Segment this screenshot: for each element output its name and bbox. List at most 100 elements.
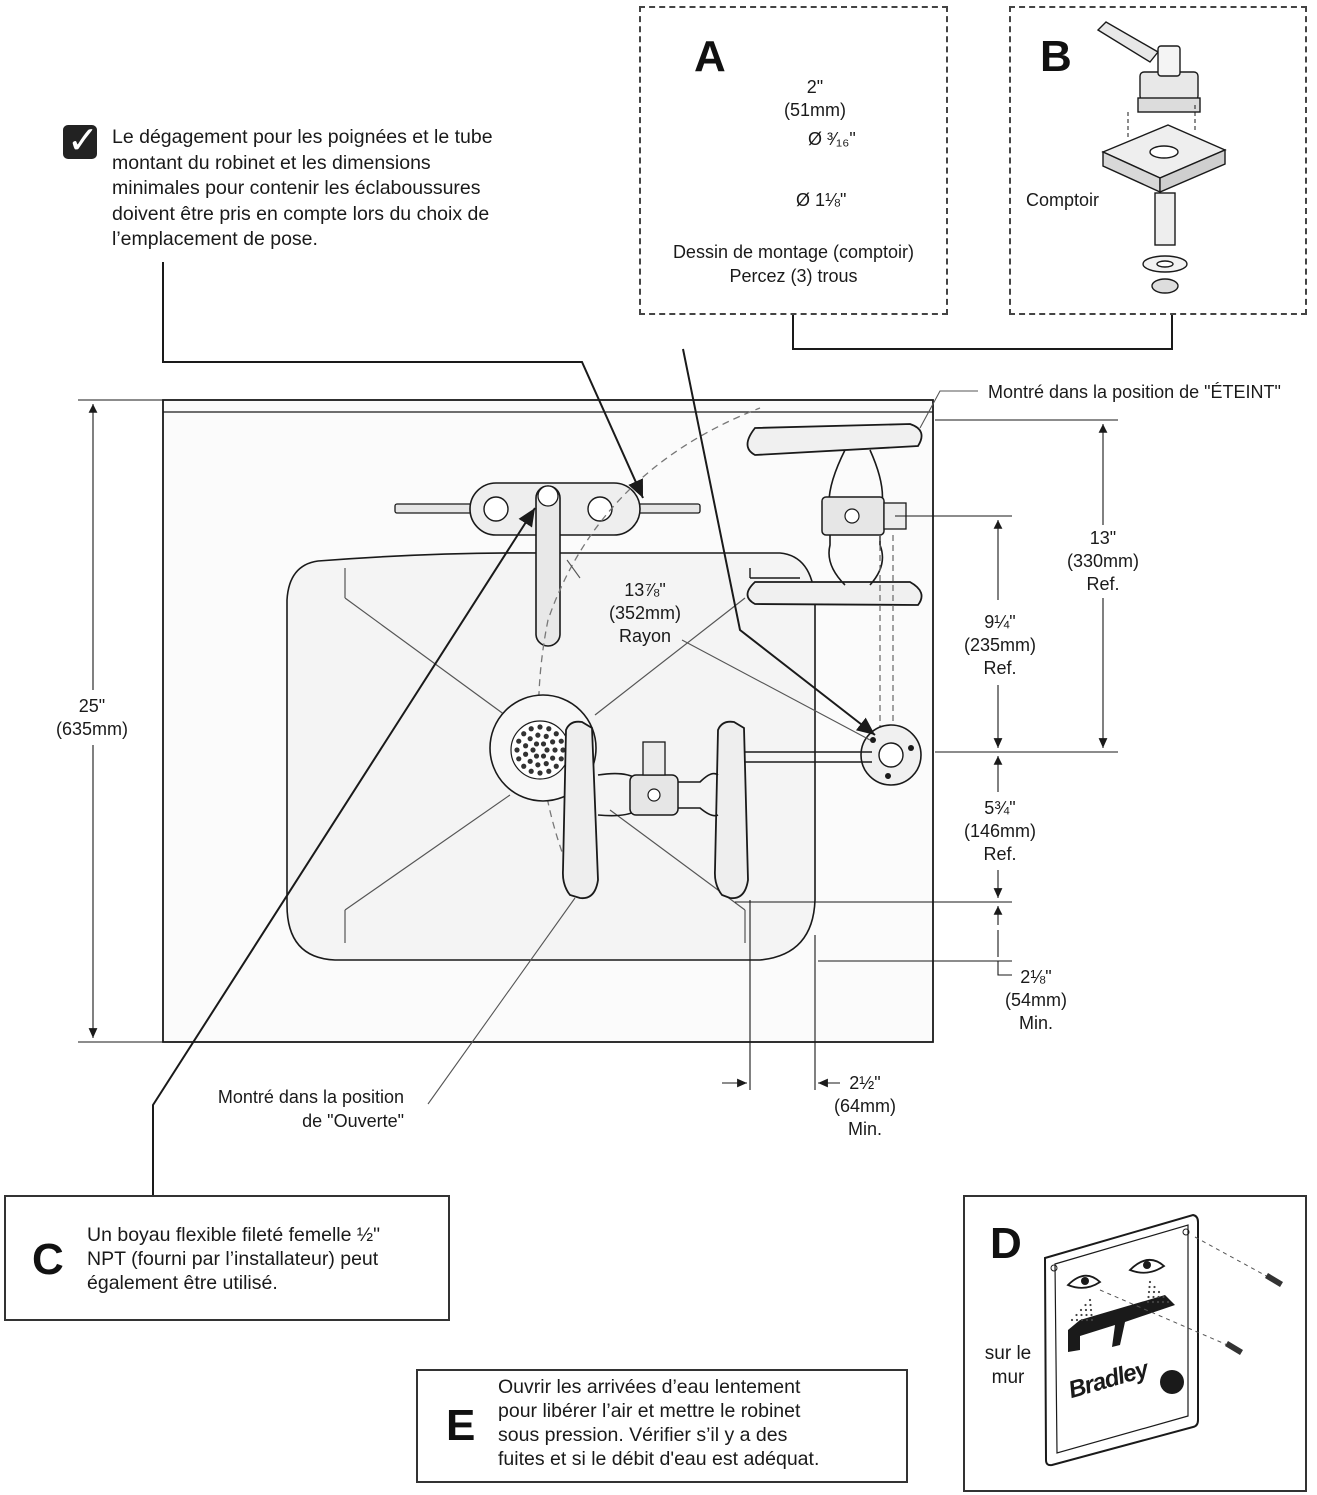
- drain-hole: [535, 762, 541, 768]
- radius-dimension: 13⅞" (352mm) Rayon: [600, 579, 690, 648]
- spray-dot: [1146, 1300, 1150, 1304]
- clearance-note: Le dégagement pour les poignées et le tu…: [112, 125, 493, 253]
- spray-dot: [1090, 1313, 1093, 1317]
- spray-dot: [1084, 1308, 1088, 1312]
- caption-line: Percez (3) trous: [729, 266, 858, 286]
- drain-hole: [528, 768, 534, 774]
- dim-line: 25": [78, 696, 106, 716]
- spray-dot: [1161, 1300, 1165, 1304]
- panel-c-line: NPT (fourni par l’installateur) peut: [87, 1248, 379, 1270]
- drain-hole: [528, 726, 534, 732]
- drain-hole: [516, 738, 522, 744]
- spray-dot: [1166, 1300, 1170, 1304]
- spray-dot: [1075, 1318, 1079, 1322]
- spray-dot: [1152, 1295, 1155, 1299]
- spray-dot: [1153, 1285, 1156, 1289]
- drain-hole: [521, 763, 527, 769]
- panel-d-sign: [1043, 1213, 1283, 1467]
- spray-dots: [1070, 1280, 1170, 1322]
- panel-e-line: pour libérer l’air et mettre le robinet: [498, 1400, 801, 1422]
- clearance-note-line: doivent être pris en compte lors du choi…: [112, 202, 490, 225]
- drain-hole: [523, 751, 529, 757]
- dim-line: Min.: [1018, 1013, 1053, 1033]
- panel-b-mount-exploded: [1096, 21, 1227, 294]
- dim-line: (235mm): [963, 635, 1036, 655]
- clearance-note-line: montant du robinet et les dimensions: [112, 151, 431, 174]
- drain-hole: [543, 733, 549, 739]
- spray-dot: [1079, 1308, 1083, 1312]
- spray-dot: [1085, 1318, 1089, 1322]
- dimension-13in: 13" (330mm) Ref.: [1058, 527, 1148, 596]
- dim-line: (54mm): [1005, 990, 1067, 1010]
- drain-hole: [546, 726, 552, 732]
- wall-label-line: mur: [991, 1367, 1025, 1388]
- off-position-callout: Montré dans la position de "ÉTEINT": [988, 382, 1281, 402]
- panel-d-letter: D: [990, 1219, 1022, 1268]
- drain-hole: [560, 747, 566, 753]
- panel-e-line: fuites et si le débit d'eau est adéquat.: [498, 1448, 820, 1470]
- spray-dot: [1152, 1290, 1156, 1294]
- spray-dot: [1070, 1318, 1074, 1322]
- drain-hole: [553, 763, 559, 769]
- drain-hole: [537, 770, 543, 776]
- dimension-lines: [78, 399, 1118, 1090]
- panel-b-countertop-label: Comptoir: [1026, 190, 1100, 210]
- drain-hole: [533, 741, 540, 747]
- drain-hole: [543, 761, 549, 767]
- panel-a-letter: A: [694, 32, 726, 81]
- spray-dot: [1162, 1295, 1165, 1299]
- spray-dot: [1157, 1295, 1160, 1299]
- dim-line: 13": [1089, 528, 1117, 548]
- drain-hole: [516, 756, 522, 762]
- panel-e-text: Ouvrir les arrivées d’eau lentement pour…: [498, 1375, 819, 1471]
- spray-dot: [1147, 1295, 1150, 1299]
- spray-dot: [1080, 1318, 1084, 1322]
- dim-line: 9¼": [984, 612, 1016, 632]
- dim-line: Min.: [847, 1119, 882, 1139]
- dim-line: 13⅞": [624, 580, 666, 600]
- spray-dot: [1089, 1303, 1092, 1307]
- spray-dot: [1075, 1313, 1078, 1317]
- dim-line: (146mm): [963, 821, 1036, 841]
- callout-line: de "Ouverte": [302, 1111, 404, 1131]
- spray-dot: [1147, 1290, 1151, 1294]
- dim-line: 2½": [849, 1073, 881, 1093]
- spray-dot: [1151, 1300, 1155, 1304]
- drain-hole: [523, 743, 529, 749]
- panel-c-letter: C: [32, 1235, 64, 1284]
- drain-hole: [558, 756, 564, 762]
- drain-hole: [552, 747, 558, 753]
- panel-e-line: sous pression. Vérifier s’il y a des: [498, 1424, 788, 1446]
- dim-line: Rayon: [618, 626, 672, 646]
- dim-line: (64mm): [834, 1096, 896, 1116]
- spray-dot: [1090, 1318, 1094, 1322]
- drain-hole: [527, 758, 533, 764]
- eyewash-open-position: [561, 720, 872, 900]
- spray-dot: [1148, 1280, 1152, 1284]
- leader-lines: [152, 262, 1173, 1195]
- dim-line: (635mm): [55, 719, 128, 739]
- panel-b-letter: B: [1040, 32, 1072, 81]
- dim-line: (51mm): [784, 100, 846, 120]
- panel-e: [416, 1369, 908, 1483]
- dim-line: Ref.: [1086, 574, 1120, 594]
- drain-hole: [544, 747, 550, 753]
- checkmark-icon: ✓: [63, 120, 99, 162]
- dimension-5-3-4in: 5¾" (146mm) Ref.: [955, 797, 1045, 866]
- swing-radius-arc: [537, 407, 761, 886]
- thin-leaders: [427, 390, 978, 1105]
- dimension-9-1-4in: 9¼" (235mm) Ref.: [955, 611, 1045, 680]
- dimension-2-1-2in: 2½" (64mm) Min.: [820, 1072, 910, 1141]
- spray-dot: [1088, 1298, 1092, 1302]
- panel-a-small-hole-dim: Ø ³⁄₁₆": [808, 129, 856, 149]
- panel-c-line: également être utilisé.: [87, 1272, 278, 1294]
- wall-label-line: sur le: [984, 1343, 1032, 1364]
- dim-line: (330mm): [1066, 551, 1139, 571]
- panel-b: [1009, 6, 1307, 315]
- height-dimension: 25" (635mm): [40, 695, 144, 741]
- panel-a-caption: Dessin de montage (comptoir) Percez (3) …: [645, 240, 942, 288]
- drain-hole: [537, 724, 543, 730]
- panel-e-letter: E: [446, 1401, 476, 1450]
- spray-dot: [1089, 1308, 1093, 1312]
- panel-c-text: Un boyau flexible fileté femelle ½" NPT …: [87, 1223, 380, 1295]
